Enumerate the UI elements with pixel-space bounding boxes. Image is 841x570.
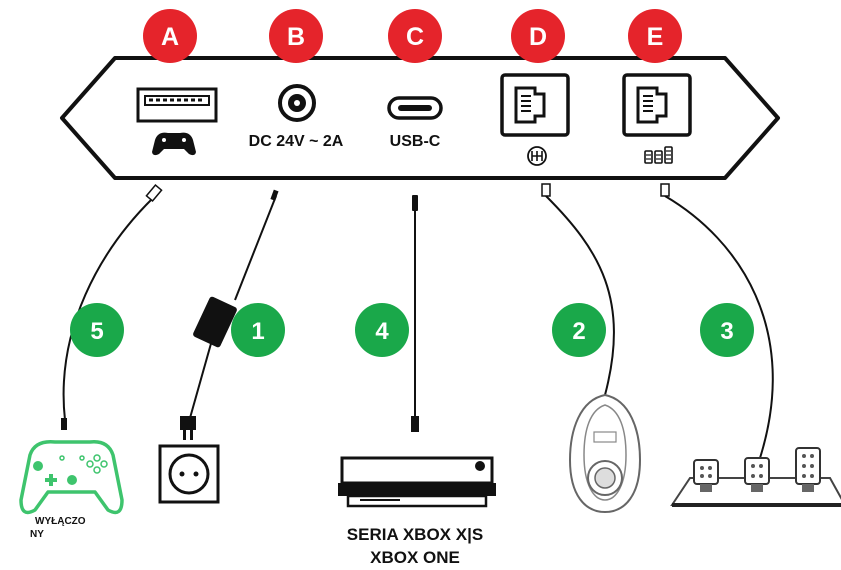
step-number-2: 2: [572, 318, 585, 345]
console-caption-line2: XBOX ONE: [370, 548, 460, 567]
cable-usb-c: [411, 195, 419, 432]
port-label-c: USB-C: [390, 133, 441, 150]
cable-pedals: [660, 183, 774, 459]
dc-power-jack-icon: [278, 84, 316, 122]
cable-power-adapter: [189, 189, 279, 419]
controller-icon: [19, 440, 124, 515]
rj-port-icon-d: [500, 73, 570, 137]
port-badge-e: E: [628, 9, 682, 63]
step-number-3: 3: [720, 318, 733, 345]
xbox-console-icon: [338, 456, 496, 508]
pedals-device-icon: [670, 447, 841, 507]
controller-caption-line1: WYŁĄCZO: [35, 516, 86, 527]
cable-controller: [61, 184, 163, 430]
cable-shifter: [541, 183, 615, 396]
port-badge-b: B: [269, 9, 323, 63]
pedals-icon: [644, 146, 673, 164]
port-label-b: DC 24V ~ 2A: [249, 133, 344, 150]
port-badge-c: C: [388, 9, 442, 63]
controller-caption-line2: NY: [30, 529, 44, 540]
usb-c-icon: [387, 96, 443, 120]
port-letter-a: A: [161, 23, 179, 51]
step-badge-5: 5: [70, 303, 124, 357]
gamepad-icon: [152, 132, 196, 156]
step-number-1: 1: [251, 318, 264, 345]
port-badge-a: A: [143, 9, 197, 63]
console-caption-line1: SERIA XBOX X|S: [347, 525, 483, 544]
power-outlet-icon: [158, 444, 220, 504]
step-badge-1: 1: [231, 303, 285, 357]
power-plug-icon: [180, 416, 196, 440]
step-number-5: 5: [90, 318, 103, 345]
port-letter-d: D: [529, 23, 547, 51]
step-badge-4: 4: [355, 303, 409, 357]
port-letter-e: E: [647, 23, 664, 51]
usb-a-icon: [136, 87, 218, 123]
shifter-icon: [527, 146, 547, 166]
port-badge-d: D: [511, 9, 565, 63]
step-badge-2: 2: [552, 303, 606, 357]
step-number-4: 4: [375, 318, 389, 345]
port-letter-c: C: [406, 23, 424, 51]
rj-port-icon-e: [622, 73, 692, 137]
shifter-device-icon: [568, 393, 642, 514]
port-letter-b: B: [287, 23, 305, 51]
step-badge-3: 3: [700, 303, 754, 357]
